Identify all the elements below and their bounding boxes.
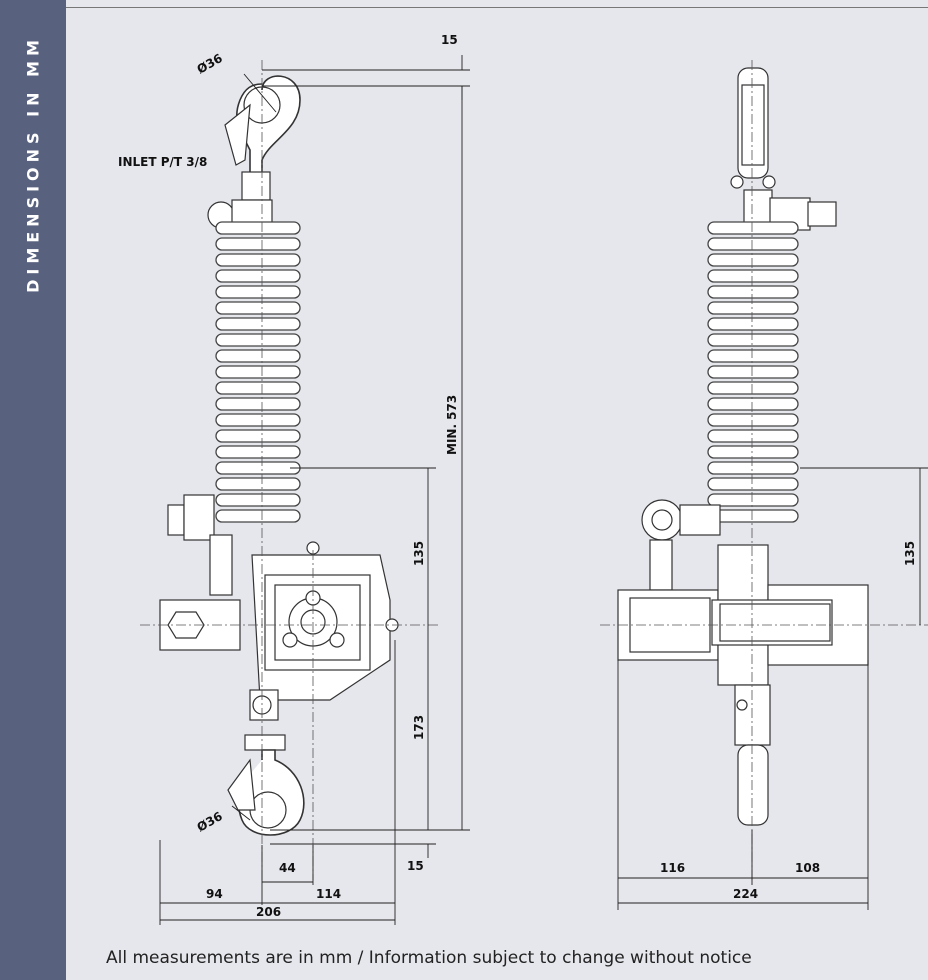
right-dimensions	[617, 467, 928, 910]
dim-206: 206	[256, 905, 281, 919]
bottom-hook	[227, 749, 305, 836]
dim-44: 44	[279, 861, 296, 875]
footer-note: All measurements are in mm / Information…	[106, 948, 752, 968]
dia-bottom-label: Ø36	[195, 809, 225, 835]
coil-spring-right	[707, 221, 799, 523]
dim-116: 116	[660, 861, 685, 875]
dim-94: 94	[206, 887, 223, 901]
dim-224: 224	[733, 887, 758, 901]
left-view	[140, 60, 440, 880]
inlet-fitting	[167, 494, 233, 596]
dim-135-right: 135	[903, 541, 917, 566]
top-hook	[207, 75, 301, 231]
dim-173: 173	[412, 715, 426, 740]
top-rule	[66, 7, 928, 8]
right-view	[617, 67, 869, 826]
coil-spring-left	[215, 221, 301, 523]
left-dimensions	[159, 55, 470, 925]
dim-108: 108	[795, 861, 820, 875]
dim-114: 114	[316, 887, 341, 901]
dim-min-573: MIN. 573	[445, 395, 459, 455]
balancer-housing	[159, 541, 399, 751]
dim-135-left: 135	[412, 541, 426, 566]
sidebar: DIMENSIONS IN MM	[0, 0, 66, 980]
dim-15-top: 15	[441, 33, 458, 47]
inlet-label: INLET P/T 3/8	[118, 155, 207, 169]
dia-top-label: Ø36	[195, 51, 225, 77]
dim-15-bottom: 15	[407, 859, 424, 873]
